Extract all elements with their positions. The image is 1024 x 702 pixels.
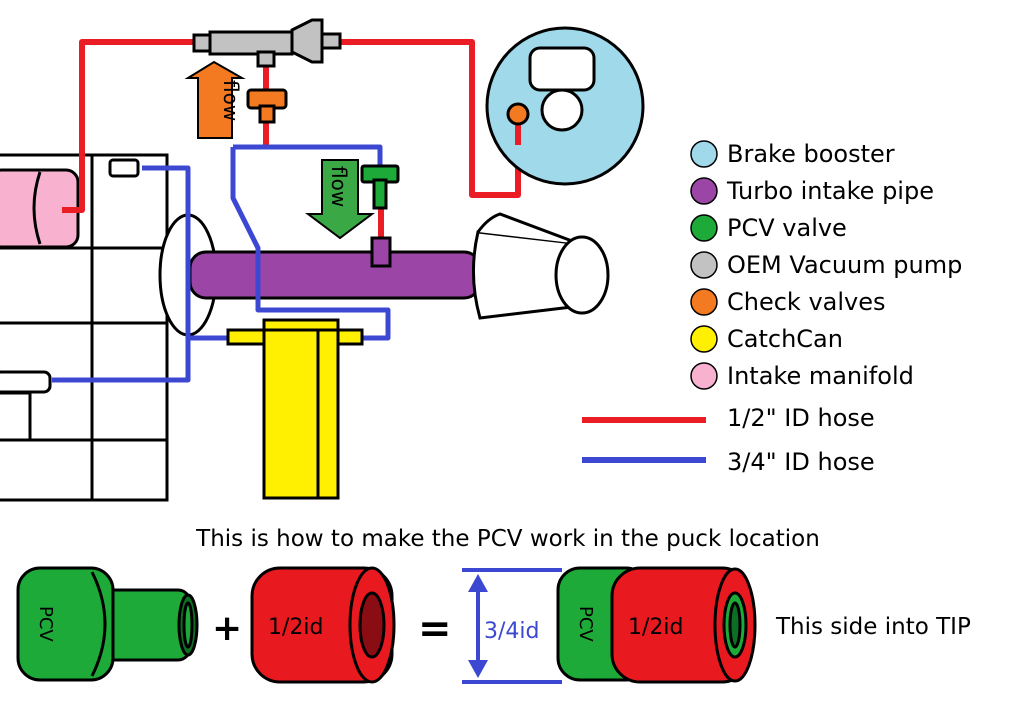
legend-hose-label: 3/4" ID hose — [727, 448, 875, 476]
bottom-half-id-label: 1/2id — [268, 615, 323, 640]
legend-label: Turbo intake pipe — [726, 177, 934, 205]
legend-swatch — [690, 288, 718, 316]
legend-swatch — [690, 214, 718, 242]
combined-pcv-label: PCV — [575, 606, 596, 642]
side-note: This side into TIP — [775, 614, 971, 640]
bottom-half-id-fitting: 1/2id — [250, 566, 396, 684]
bottom-combined-assembly: PCV 1/2id — [556, 566, 757, 684]
legend-swatch — [690, 251, 718, 279]
blue-hoses — [52, 144, 391, 383]
legend-item-check-valves: Check valves — [690, 288, 886, 316]
combined-half-id-label: 1/2id — [628, 615, 683, 640]
flow-arrow-up: flow — [184, 60, 246, 139]
legend-item-brake-booster: Brake booster — [690, 140, 895, 168]
turbo-intake-pipe — [188, 250, 482, 300]
legend-hose-label: 1/2" ID hose — [727, 404, 875, 432]
legend-swatch — [690, 177, 718, 205]
legend: Brake booster Turbo intake pipe PCV valv… — [582, 140, 962, 476]
legend-item-intake-manifold: Intake manifold — [690, 362, 914, 390]
legend-item-oem-vacuum-pump: OEM Vacuum pump — [690, 251, 962, 279]
pcv-valve — [360, 164, 400, 268]
legend-label: Brake booster — [727, 140, 895, 168]
three-quarter-dimension: 3/4id — [462, 568, 562, 684]
legend-hose-three-quarter: 3/4" ID hose — [582, 448, 875, 476]
red-hoses — [62, 39, 521, 213]
bottom-pcv-label: PCV — [35, 606, 56, 642]
legend-swatch — [690, 362, 718, 390]
bottom-pcv-valve: PCV — [16, 566, 199, 682]
catch-can — [226, 318, 364, 500]
legend-hose-half-inch: 1/2" ID hose — [582, 404, 875, 432]
plus-sign: + — [212, 608, 242, 649]
legend-item-pcv-valve: PCV valve — [690, 214, 847, 242]
legend-label: Intake manifold — [727, 362, 914, 390]
oem-vacuum-pump — [192, 18, 342, 68]
equals-sign: = — [418, 606, 452, 652]
legend-label: PCV valve — [727, 214, 847, 242]
flow-arrow-up-label: flow — [219, 80, 243, 121]
flow-arrow-down-label: flow — [327, 166, 351, 207]
flow-arrow-down: flow — [305, 159, 375, 240]
legend-label: OEM Vacuum pump — [727, 251, 962, 279]
check-valve — [246, 88, 288, 124]
legend-label: CatchCan — [727, 325, 843, 353]
air-filter — [472, 212, 610, 320]
legend-item-turbo-intake-pipe: Turbo intake pipe — [690, 177, 934, 205]
brake-booster — [485, 26, 645, 186]
three-quarter-label: 3/4id — [484, 619, 539, 644]
legend-item-catch-can: CatchCan — [690, 325, 843, 353]
bottom-caption: This is how to make the PCV work in the … — [195, 526, 820, 552]
legend-swatch — [690, 325, 718, 353]
legend-swatch — [690, 140, 718, 168]
legend-label: Check valves — [727, 288, 886, 316]
